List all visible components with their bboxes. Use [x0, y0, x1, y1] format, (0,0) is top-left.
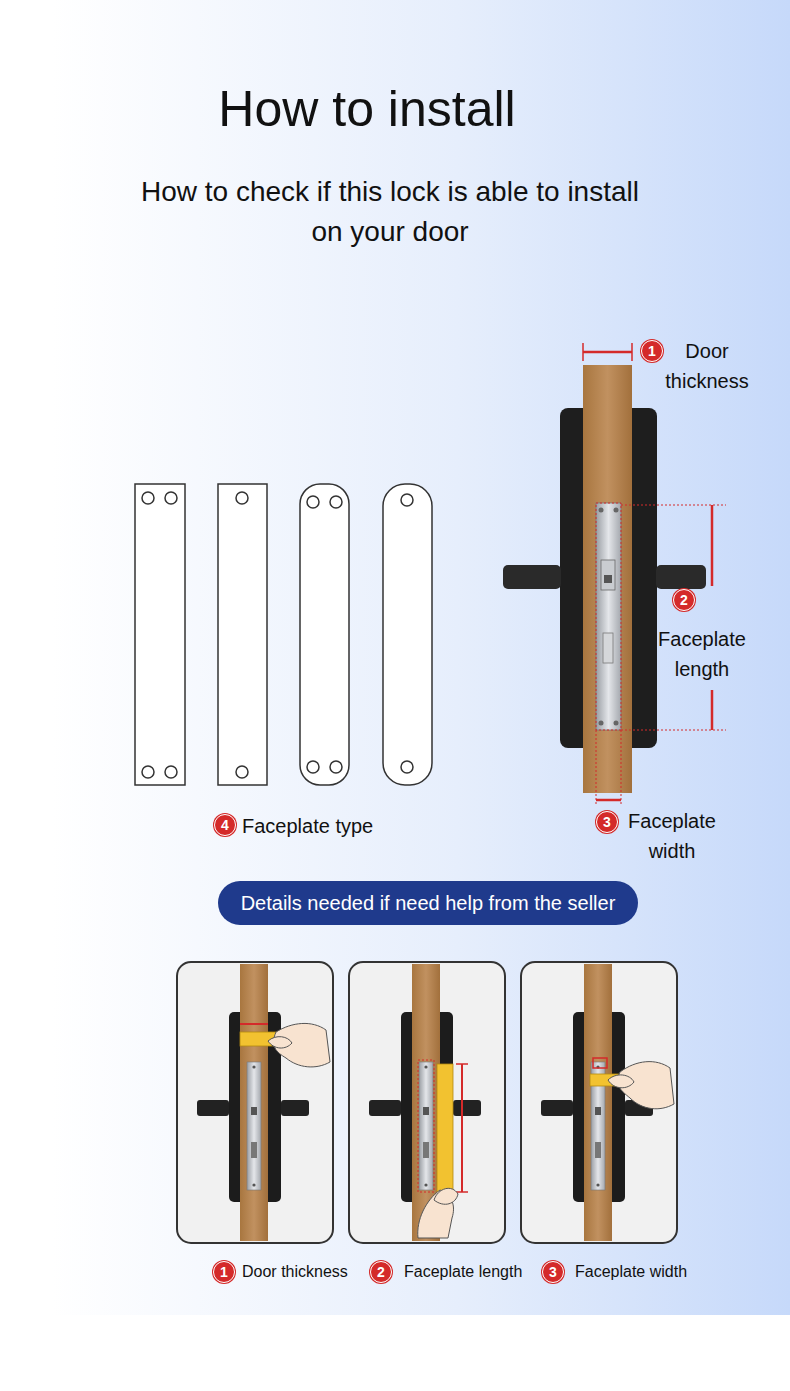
- label-text: Faceplate length: [404, 1263, 522, 1280]
- label-text: How to check if this lock is able to ins…: [141, 176, 639, 247]
- callout-number: 4: [214, 814, 236, 836]
- page-title: How to install: [218, 80, 515, 138]
- callout-number: 1: [213, 1261, 235, 1283]
- label-text: Door thickness: [665, 340, 748, 392]
- node-text: Details needed if need help from the sel…: [241, 892, 616, 915]
- panel-caption: Faceplate width: [575, 1262, 687, 1282]
- label-text: Faceplate type: [242, 815, 373, 837]
- dimension-label: Faceplate length: [647, 624, 757, 684]
- dimension-label: Door thickness: [652, 336, 762, 396]
- node-text: 1: [648, 343, 656, 359]
- panel-caption: Faceplate length: [404, 1262, 522, 1282]
- label-text: Door thickness: [242, 1263, 348, 1280]
- callout-number: 3: [542, 1261, 564, 1283]
- panel-caption: Door thickness: [242, 1262, 348, 1282]
- lock-illustration: [503, 365, 706, 793]
- node-text: 4: [221, 817, 229, 833]
- callout-number: 2: [370, 1261, 392, 1283]
- node-text: 3: [603, 814, 611, 830]
- title-text: How to install: [218, 81, 515, 137]
- background-panel: [52, 0, 790, 1315]
- node-text: 2: [377, 1264, 385, 1280]
- node-text: 3: [549, 1264, 557, 1280]
- label-text: Faceplate width: [575, 1263, 687, 1280]
- subtitle: How to check if this lock is able to ins…: [140, 172, 640, 252]
- node-text: 2: [680, 592, 688, 608]
- callout-number: 3: [596, 811, 618, 833]
- measure-panels: [177, 962, 677, 1243]
- faceplate-types: [135, 484, 432, 785]
- dimension-label: Faceplate width: [617, 806, 727, 866]
- dimension-lines: [583, 343, 726, 804]
- label-text: Faceplate width: [628, 810, 716, 862]
- label-text: Faceplate length: [658, 628, 746, 680]
- info-banner: Details needed if need help from the sel…: [218, 881, 638, 925]
- node-text: 1: [220, 1264, 228, 1280]
- callout-number: 2: [673, 589, 695, 611]
- callout-number: 1: [641, 340, 663, 362]
- faceplate-type-label: Faceplate type: [242, 813, 373, 839]
